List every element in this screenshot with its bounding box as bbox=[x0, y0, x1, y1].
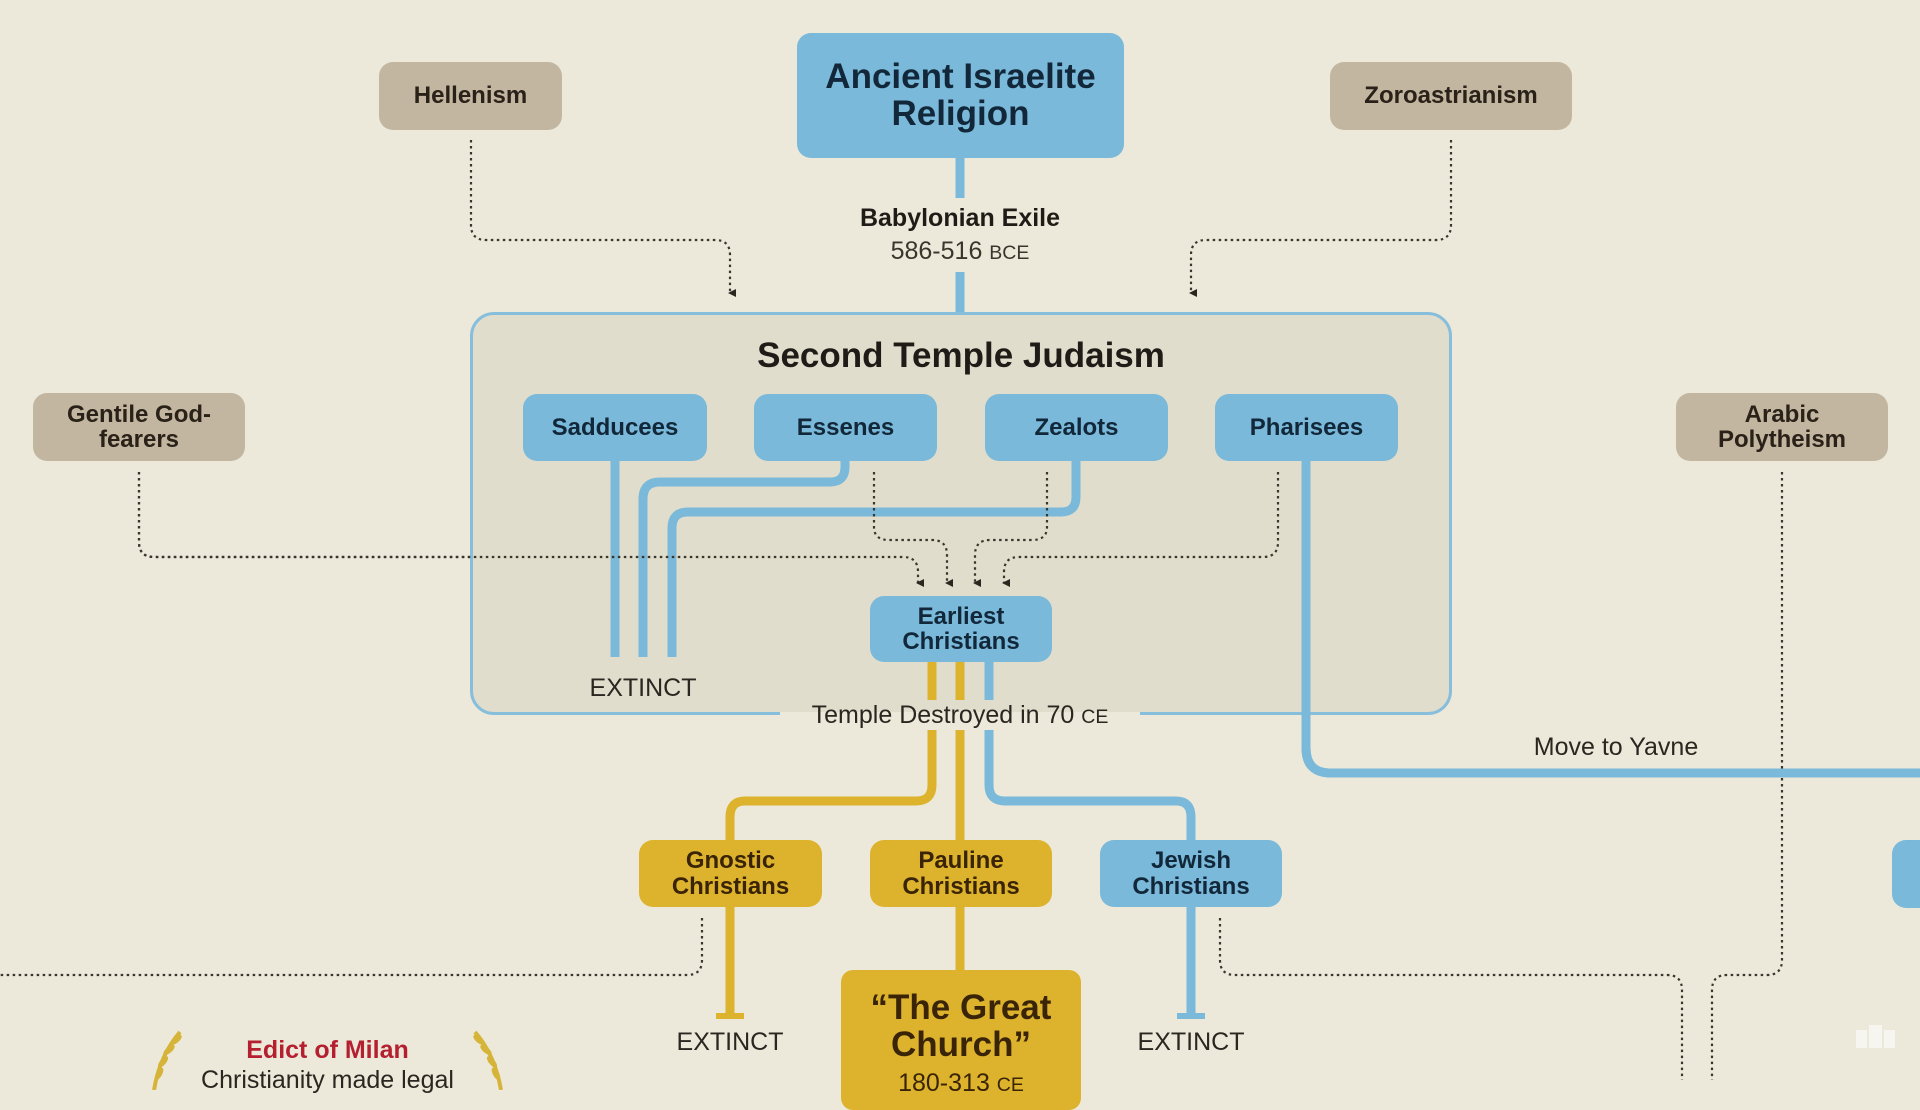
bar-chart-logo-icon bbox=[1856, 1025, 1896, 1048]
dotted-hellenism bbox=[469, 140, 736, 297]
node-hellenism[interactable]: Hellenism bbox=[379, 62, 562, 130]
extinct-label-jewish: EXTINCT bbox=[1137, 1028, 1245, 1056]
node-great-church[interactable]: “The Great Church” 180-313 CE bbox=[841, 970, 1081, 1110]
great-church-dates: 180-313 CE bbox=[898, 1068, 1024, 1097]
node-sadducees[interactable]: Sadducees bbox=[523, 394, 707, 461]
node-label: Gentile God-fearers bbox=[67, 400, 211, 453]
node-gnostic-christians[interactable]: Gnostic Christians bbox=[639, 840, 822, 907]
node-pharisees[interactable]: Pharisees bbox=[1215, 394, 1398, 461]
babylonian-exile-dates: 586-516 BCE bbox=[760, 237, 1160, 266]
node-zoroastrianism[interactable]: Zoroastrianism bbox=[1330, 62, 1572, 130]
extinct-label-gnostic: EXTINCT bbox=[676, 1028, 784, 1056]
node-label: Earliest Christians bbox=[902, 602, 1020, 655]
node-label: Pharisees bbox=[1249, 413, 1364, 441]
node-arabic-polytheism[interactable]: Arabic Polytheism bbox=[1676, 393, 1888, 461]
node-offscreen-right[interactable] bbox=[1892, 840, 1920, 908]
node-pauline-christians[interactable]: Pauline Christians bbox=[870, 840, 1052, 907]
temple-destroyed-era: CE bbox=[1081, 706, 1109, 728]
node-zealots[interactable]: Zealots bbox=[985, 394, 1168, 461]
dotted-zoroastrianism bbox=[1189, 140, 1453, 297]
exile-dates-number: 586-516 bbox=[890, 237, 983, 265]
dotted-jewish bbox=[1218, 918, 1684, 1080]
edict-of-milan-badge[interactable]: Edict of Milan Christianity made legal bbox=[140, 1030, 515, 1094]
node-label: Essenes bbox=[796, 413, 895, 441]
move-to-yavne-label: Move to Yavne bbox=[1533, 733, 1699, 761]
babylonian-exile-title: Babylonian Exile bbox=[859, 204, 1061, 232]
temple-destroyed-text: Temple Destroyed in 70 bbox=[811, 701, 1075, 729]
node-earliest-christians[interactable]: Earliest Christians bbox=[870, 596, 1052, 662]
node-label: Jewish Christians bbox=[1132, 847, 1250, 900]
exile-dates-era: BCE bbox=[989, 242, 1030, 264]
node-jewish-christians[interactable]: Jewish Christians bbox=[1100, 840, 1282, 907]
node-label: Zealots bbox=[1034, 413, 1119, 441]
node-label: “The Great Church” bbox=[870, 988, 1052, 1064]
great-church-dates-era: CE bbox=[996, 1073, 1024, 1096]
great-church-dates-number: 180-313 bbox=[898, 1068, 990, 1097]
node-gentile-god-fearers[interactable]: Gentile God-fearers bbox=[33, 393, 245, 461]
temple-destroyed-label: Temple Destroyed in 70 CE bbox=[760, 701, 1160, 730]
node-label: Sadducees bbox=[551, 413, 679, 441]
node-label: Ancient Israelite Religion bbox=[825, 56, 1096, 133]
edict-subtitle: Christianity made legal bbox=[201, 1066, 454, 1094]
node-essenes[interactable]: Essenes bbox=[754, 394, 937, 461]
dotted-gnostic bbox=[0, 918, 704, 977]
dotted-arabic bbox=[1710, 472, 1784, 1080]
extinct-label-sects: EXTINCT bbox=[589, 674, 697, 702]
node-label: Arabic Polytheism bbox=[1717, 400, 1847, 453]
node-label: Gnostic Christians bbox=[671, 847, 790, 900]
node-label: Zoroastrianism bbox=[1364, 82, 1538, 110]
node-label: Pauline Christians bbox=[902, 847, 1020, 900]
group-title: Second Temple Judaism bbox=[757, 336, 1165, 375]
edict-title: Edict of Milan bbox=[246, 1036, 409, 1064]
node-ancient-israelite-religion[interactable]: Ancient Israelite Religion bbox=[797, 33, 1124, 158]
node-label: Hellenism bbox=[413, 82, 528, 110]
